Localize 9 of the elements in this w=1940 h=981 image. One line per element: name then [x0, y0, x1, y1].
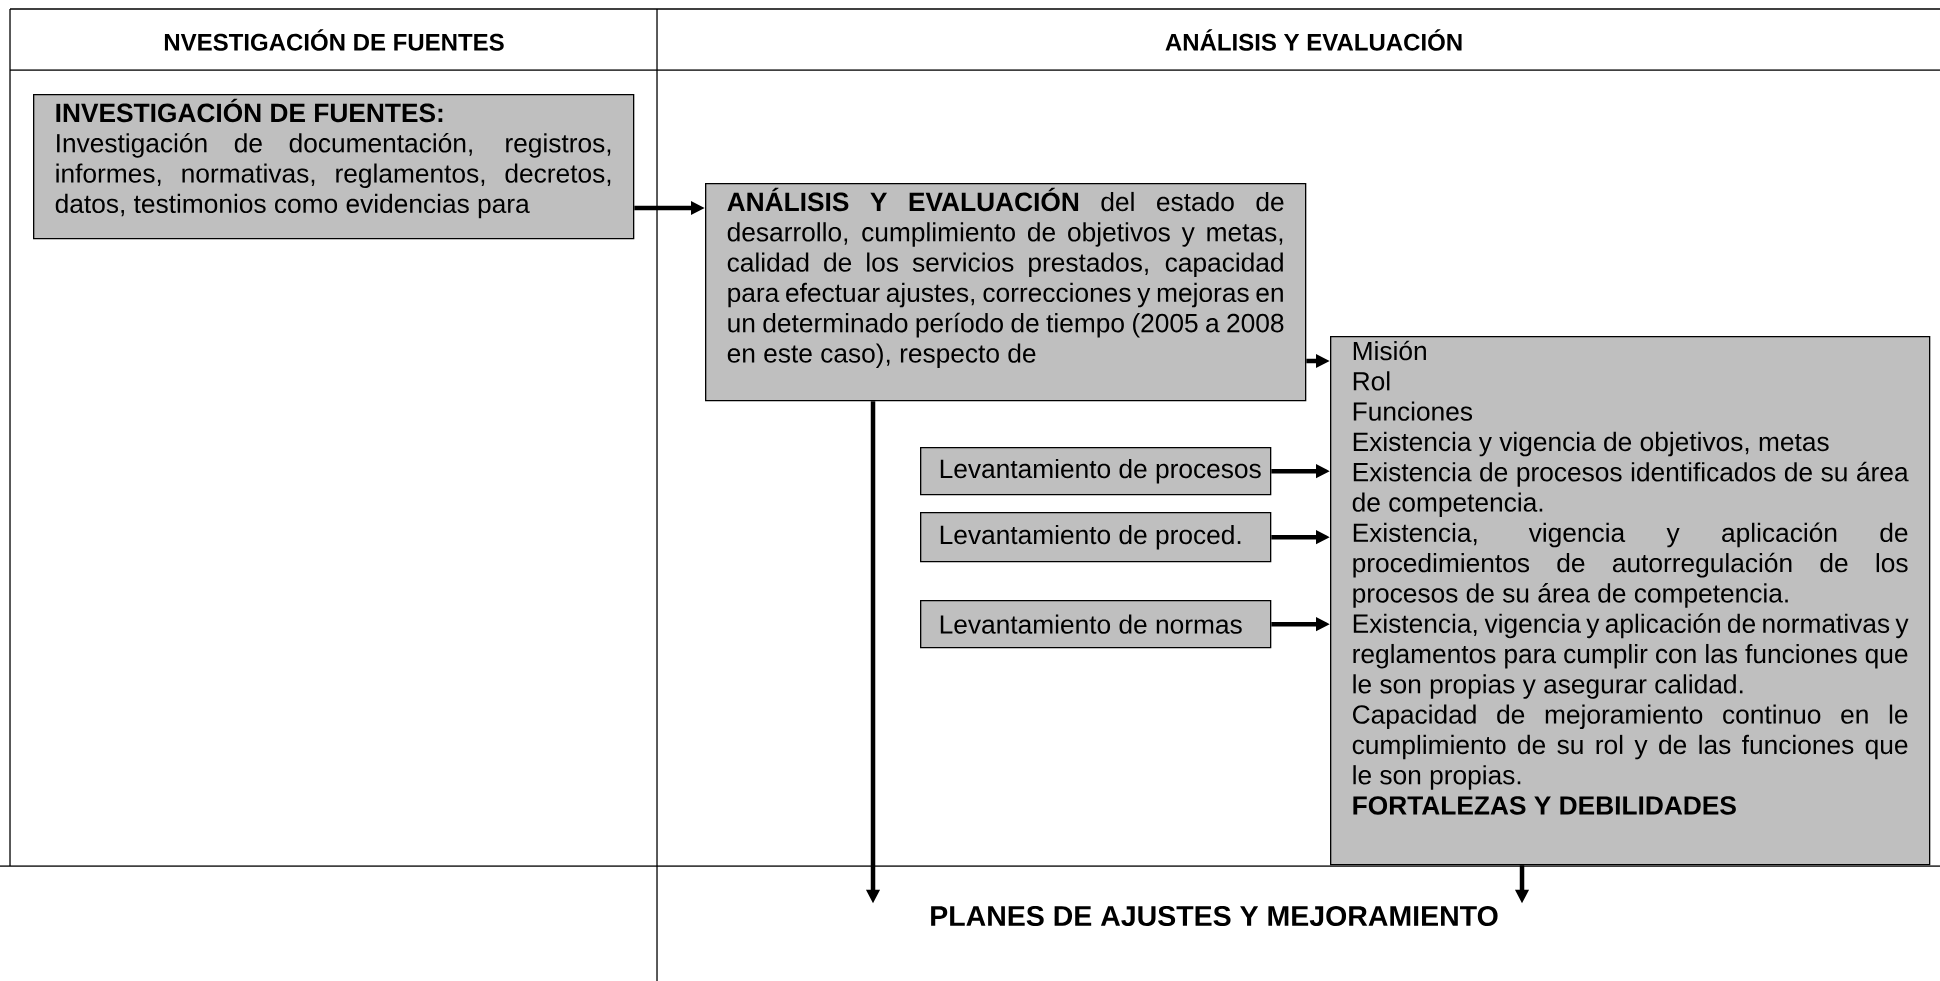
column-header: NVESTIGACIÓN DE FUENTES — [164, 29, 504, 51]
text-box: Misión Rol Funciones Existencia y vigencia de objetivos, metas Existencia de procesos identificados de su área de competencia. Existencia, vigencia y aplicación de procedimientos de autorregulación de los procesos de su área de competencia. Existencia, vigencia y aplicación de normativas y reglamentos para cumplir con las funciones que le son propias y asegurar calidad. Capacidad de mejoramiento continuo en le cumplimiento de su rol y de las funciones que le son propias. FORTALEZAS Y DEBILIDADES — [1330, 336, 1931, 866]
process-box: Levantamiento de normas — [920, 600, 1272, 649]
heading: PLANES DE AJUSTES Y MEJORAMIENTO — [931, 905, 1498, 927]
process-box: ANÁLISIS Y EVALUACIÓN del estado de desarrollo, cumplimiento de objetivos y metas, calidad de los servicios prestados, capacidad para efectuar ajustes, correcciones y mejoras en un determinado período de tiempo (2005 a 2008 en este caso), respecto de — [705, 183, 1307, 402]
column-header: ANÁLISIS Y EVALUACIÓN — [1165, 29, 1462, 51]
process-box: Levantamiento de proced. — [920, 512, 1272, 563]
process-box: INVESTIGACIÓN DE FUENTES: Investigación de documentación, registros, informes, normativas, reglamentos, decretos, datos, testimonios como evidencias para — [33, 94, 635, 240]
process-box: Levantamiento de procesos — [920, 447, 1272, 496]
